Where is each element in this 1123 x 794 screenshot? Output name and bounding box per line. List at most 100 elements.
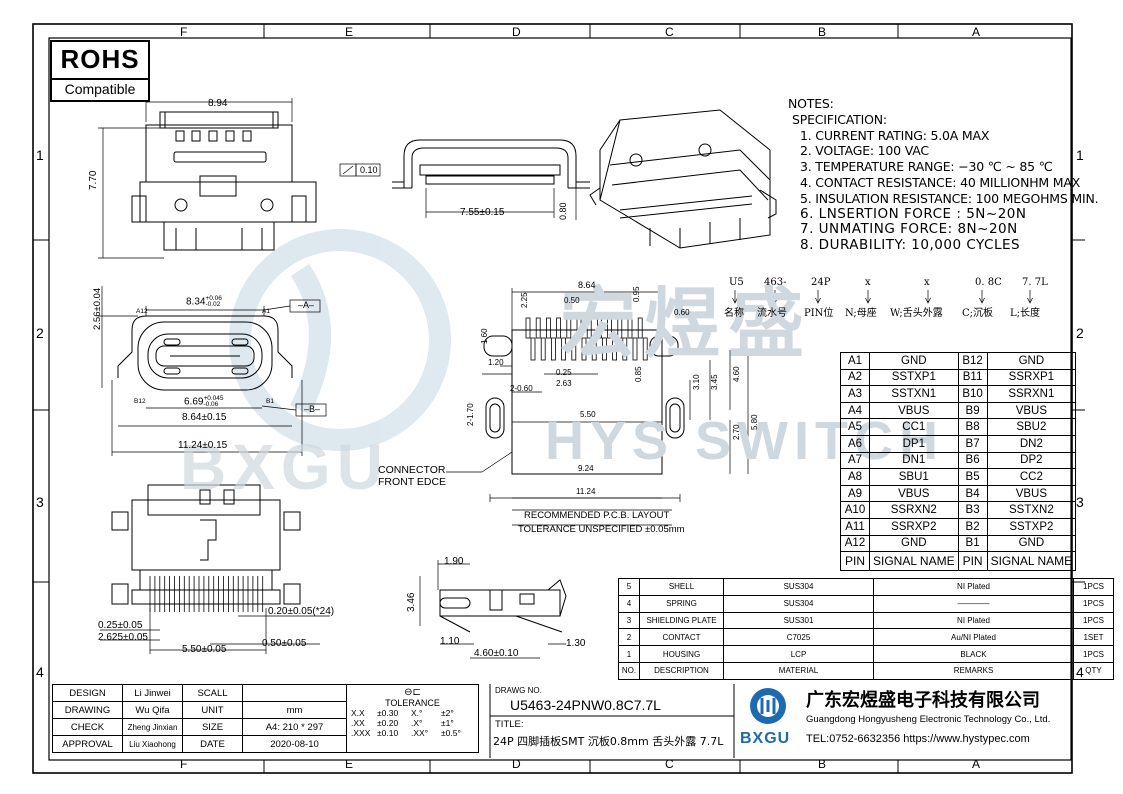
corner-a12: A12 [136, 308, 148, 315]
pcb-dim: 1.60 [480, 328, 489, 344]
title-block-frame [489, 684, 735, 758]
datum-b: B [309, 404, 316, 414]
bom-qty: 1PCS [1073, 611, 1114, 630]
pin-id: A9 [840, 484, 870, 503]
tolerance-row: X.X ±0.30 X.° ±2° [351, 708, 474, 718]
pcb-dim: 2-1.70 [466, 403, 475, 426]
tolerance-value: ±2° [441, 708, 454, 718]
row-label: 4 [36, 664, 44, 680]
column-label: E [345, 757, 354, 771]
dim-front-b: 6.69+0.045-0.06 [184, 395, 224, 408]
pcb-dim: 1.20 [488, 358, 504, 367]
rohs-divider [52, 78, 148, 80]
pcb-pad [597, 317, 602, 339]
tolerance-value: X.X [351, 708, 365, 718]
company-cn: 广东宏煜盛电子科技有限公司 [806, 690, 1040, 711]
pcb-title: RECOMMENDED P.C.B. LAYOUT [524, 510, 670, 521]
watermark-logo [229, 229, 451, 451]
part-code-label: N;母座 [845, 308, 877, 319]
bom-description: HOUSING [639, 645, 724, 663]
bom-remarks: BLACK [873, 645, 1074, 663]
column-label: A [972, 25, 981, 39]
bom-header-cell: QTY [1073, 661, 1114, 680]
notes-heading: NOTES: [788, 96, 834, 111]
pcb-pad [546, 317, 551, 339]
side-view [392, 139, 590, 189]
bom-qty: 1PCS [1073, 578, 1114, 596]
pin-id: A11 [840, 517, 870, 536]
signal-name: SSTXP1 [869, 368, 959, 387]
pcb-pad [617, 317, 623, 339]
spec-item: 5. INSULATION RESISTANCE: 100 MEGOHMS MI… [800, 190, 1099, 206]
pcb-pad [642, 337, 648, 361]
tolerance-value: X.° [411, 708, 423, 718]
pcb-dim: 9.24 [578, 464, 594, 473]
dim-small-110: 1.10 [440, 636, 460, 647]
tolerance-value: ±1° [441, 718, 454, 728]
column-label: B [818, 757, 827, 771]
bom-material: C7025 [723, 628, 874, 647]
rohs-badge: ROHS Compatible [50, 40, 150, 102]
corner-b1: B1 [266, 398, 274, 405]
pcb-dim: 0.25 [556, 368, 572, 377]
signal-name: SSTXN2 [986, 501, 1077, 519]
signal-name: DN1 [869, 451, 959, 470]
dim-front-a: 8.34+0.06-0.02 [186, 295, 222, 308]
pcb-pad [622, 337, 628, 361]
rohs-title: ROHS [60, 44, 140, 74]
signal-name: SSTXP2 [986, 517, 1077, 536]
code-arrow-head [772, 297, 778, 304]
company-en: Guangdong Hongyusheng Electronic Technol… [806, 714, 1051, 725]
pcb-pad [627, 317, 633, 339]
dim-front-c: 8.64±0.15 [182, 412, 227, 423]
company-contact: TEL:0752-6632356 https://www.hystypec.co… [806, 733, 1030, 745]
dim-front-b-tol-dn: -0.06 [203, 401, 219, 408]
pcb-pad [586, 317, 592, 339]
bom-header-cell: MATERIAL [723, 661, 874, 680]
dim-side-height: 0.80 [558, 202, 568, 220]
drawing-name: Wu Qifa [122, 701, 183, 719]
tolerance-value: .XXX [351, 728, 371, 738]
pin-id: A1 [840, 352, 870, 370]
small-side-view [439, 579, 567, 633]
pin-id: A3 [840, 385, 870, 403]
pin-id: B5 [957, 468, 988, 486]
pin-id: A8 [840, 468, 870, 486]
bom-material: SUS304 [723, 578, 874, 596]
dim-front-b-value: 6.69 [184, 396, 204, 408]
part-code-value: 24P [811, 277, 831, 288]
pcb-pad [561, 337, 566, 361]
pin-id: A12 [840, 534, 870, 553]
bom-description: SHELL [639, 578, 724, 596]
tolerance-value: ±0.30 [377, 708, 399, 718]
pcb-dim: 5.50 [580, 410, 596, 419]
bom-material: SUS304 [723, 594, 874, 613]
pin-header-cell: SIGNAL NAME [869, 551, 959, 572]
signal-name: DP1 [869, 434, 959, 453]
title-label: TITLE: [495, 719, 524, 730]
pin-id: B7 [957, 434, 988, 453]
bom-description: SPRING [639, 594, 724, 613]
pcb-pad [525, 317, 531, 339]
dim-bottom-c: 0.50±0.05 [262, 638, 307, 649]
dim-side-flat: 0.10 [360, 165, 378, 175]
pcb-pad [607, 317, 612, 339]
signal-name: VBUS [869, 401, 959, 420]
dim-top-width: 8.94 [208, 98, 228, 109]
drawing-no: U5463-24PNW0.8C7.7L [510, 697, 661, 713]
approval-name: Liu Xiaohong [122, 735, 183, 753]
signal-name: SBU2 [986, 418, 1077, 436]
dim-top-height: 7.70 [88, 170, 99, 190]
bottom-pins [149, 576, 264, 612]
pin-id: B4 [957, 484, 988, 503]
signal-name: GND [986, 352, 1077, 370]
tolerance-value: .X° [411, 718, 423, 728]
label-unit: UNIT [182, 701, 243, 719]
dim-bottom-b: 2.625±0.05 [98, 632, 148, 643]
